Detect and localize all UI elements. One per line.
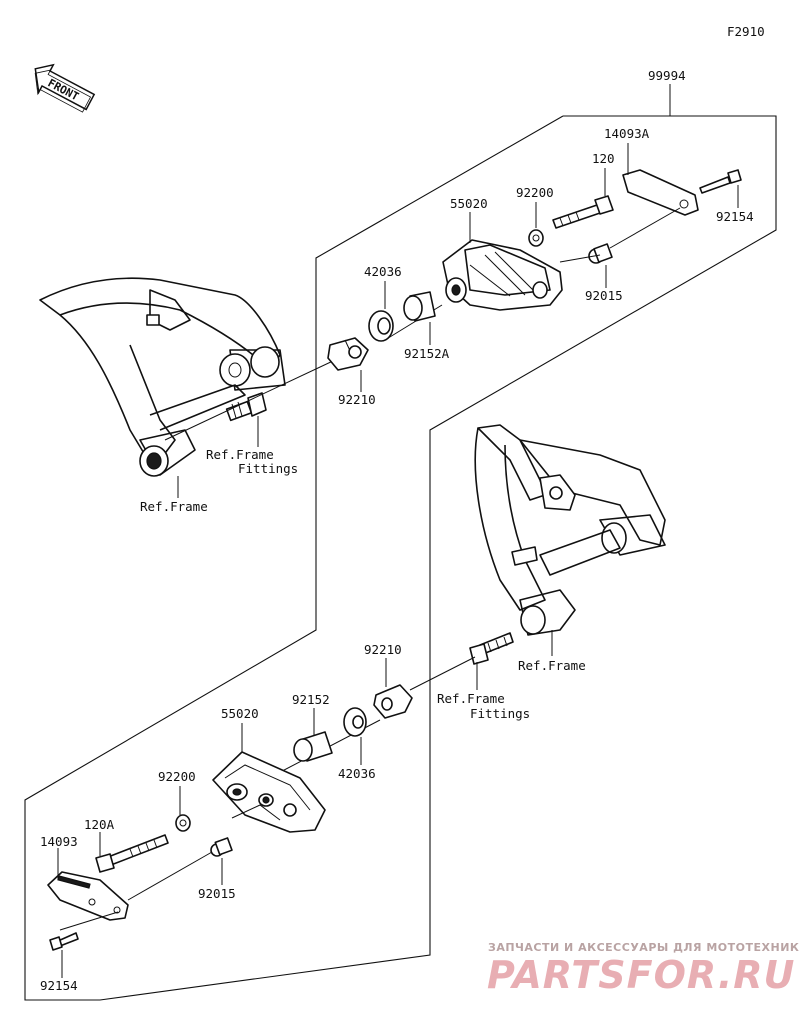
watermark-brand: PARTSFOR.RU <box>487 953 795 997</box>
ref-frame-fittings-upper-2: Fittings <box>238 461 298 476</box>
part-92154-upper-screw <box>699 169 742 194</box>
part-120-bolt <box>552 195 614 229</box>
part-55020-upper: 55020 <box>450 196 488 211</box>
part-92210-upper: 92210 <box>338 392 376 407</box>
part-92210-lower: 92210 <box>364 642 402 657</box>
part-92152a-spacer <box>403 291 436 322</box>
part-92200-upper: 92200 <box>516 185 554 200</box>
part-92015-upper-collar <box>588 243 613 264</box>
part-92200-lower: 92200 <box>158 769 196 784</box>
part-99994: 99994 <box>648 68 686 83</box>
part-92154-lower-screw <box>49 932 79 951</box>
kit-outline <box>24 115 777 1001</box>
part-92210-lower-collar <box>373 684 413 719</box>
figure-code: F2910 <box>727 24 765 39</box>
part-120: 120 <box>592 151 615 166</box>
part-92210-upper-collar <box>327 337 369 371</box>
part-55020-lower-body <box>212 751 326 833</box>
part-14093: 14093 <box>40 834 78 849</box>
part-92152-spacer <box>293 731 333 762</box>
part-14093a: 14093A <box>604 126 650 141</box>
part-14093a-plate <box>559 169 699 263</box>
ref-frame-fittings-upper-1: Ref.Frame <box>206 447 274 462</box>
front-arrow-icon: FRONT <box>34 63 96 113</box>
part-92152a: 92152A <box>404 346 450 361</box>
upper-frame <box>39 277 286 477</box>
lower-frame-fitting-bolt <box>469 632 514 665</box>
part-92154-lower: 92154 <box>40 978 78 993</box>
ref-frame-upper: Ref.Frame <box>140 499 208 514</box>
watermark-tagline: ЗАПЧАСТИ И АКСЕССУАРЫ ДЛЯ МОТОТЕХНИКИ <box>488 941 800 954</box>
part-92200-lower-washer <box>175 814 191 832</box>
ref-frame-lower: Ref.Frame <box>518 658 586 673</box>
lower-frame <box>474 424 666 636</box>
part-120a-bolt <box>95 834 169 873</box>
part-42036-upper-washer <box>368 310 394 342</box>
part-92200-upper-washer <box>528 229 544 247</box>
part-14093-plate <box>47 851 213 931</box>
ref-frame-fittings-lower-2: Fittings <box>470 706 530 721</box>
part-42036-upper: 42036 <box>364 264 402 279</box>
part-92015-lower: 92015 <box>198 886 236 901</box>
part-92015-lower-collar <box>210 837 233 857</box>
part-92154-upper: 92154 <box>716 209 754 224</box>
part-92152: 92152 <box>292 692 330 707</box>
part-120a: 120A <box>84 817 115 832</box>
part-55020-upper-body <box>442 239 563 311</box>
part-42036-lower-washer <box>343 707 367 737</box>
upper-frame-fitting-bolt <box>225 392 267 422</box>
part-92015-upper: 92015 <box>585 288 623 303</box>
ref-frame-fittings-lower-1: Ref.Frame <box>437 691 505 706</box>
part-42036-lower: 42036 <box>338 766 376 781</box>
part-55020-lower: 55020 <box>221 706 259 721</box>
